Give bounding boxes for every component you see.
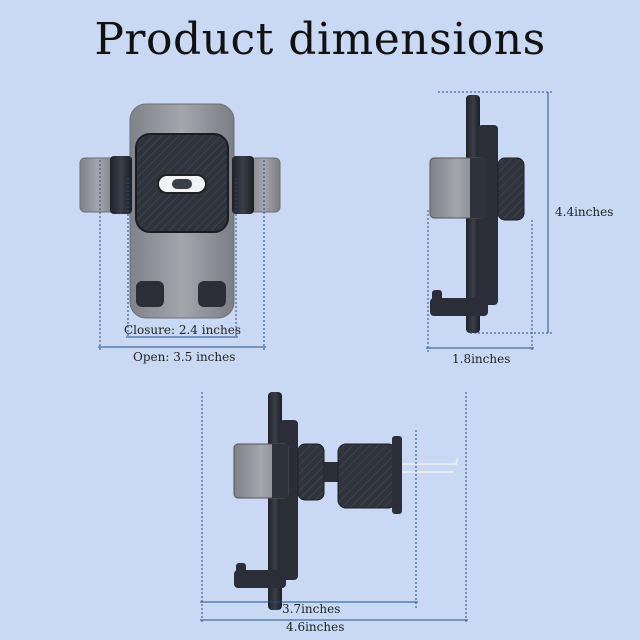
side-view [426,91,552,352]
front-left-grip [110,156,132,214]
side-knob [497,157,525,221]
extended-side-view [200,392,468,622]
side-bottom-hook [430,298,488,316]
closure-label: Closure: 2.4 inches [124,323,241,337]
release-button-inner [172,179,192,189]
page-title: Product dimensions [94,14,546,65]
ext-bottom-hook-tip [236,563,246,578]
ext-knob [297,443,325,501]
front-left-foot [136,281,164,307]
ext-clamp-flange [392,436,402,514]
front-right-grip [232,156,254,214]
short-length-label: 3.7inches [282,602,341,616]
ext-neck [324,462,338,482]
side-cradle-dark [470,158,486,218]
height-label: 4.4inches [555,205,614,219]
ext-bottom-hook [234,570,286,588]
long-length-label: 4.6inches [286,620,345,634]
open-label: Open: 3.5 inches [133,350,236,364]
vent-hook-icon [402,457,459,473]
front-view [79,103,281,352]
front-right-foot [198,281,226,307]
depth-label: 1.8inches [452,352,511,366]
ext-cradle-dark [272,444,288,498]
ext-clamp [337,443,397,509]
side-bottom-hook-tip [432,290,442,306]
